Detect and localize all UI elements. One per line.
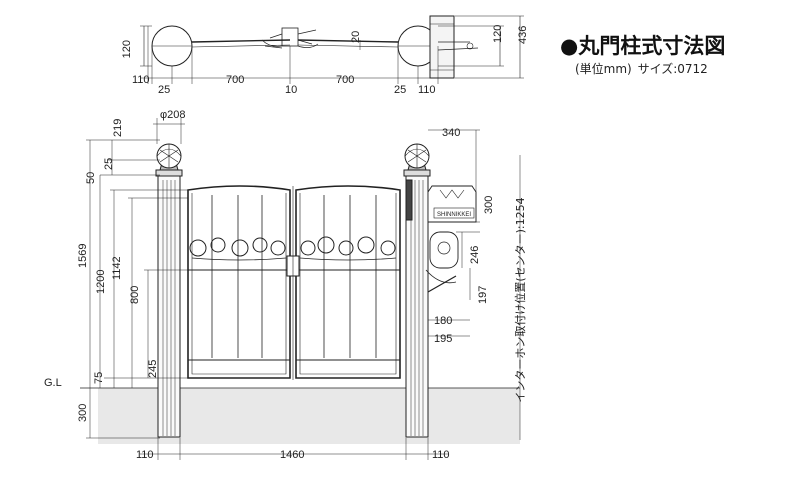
left-post <box>155 143 183 438</box>
plan-view <box>140 15 524 84</box>
dim-1569: 1569 <box>77 244 89 268</box>
mailbox <box>425 231 459 293</box>
plan-dimensions: 120 20 120 436 110 25 700 10 700 25 110 <box>121 25 529 96</box>
size-label: サイズ:0712 <box>637 62 708 76</box>
dim-phi208: φ208 <box>160 109 186 121</box>
dim-20: 20 <box>350 31 362 43</box>
dim-800: 800 <box>129 286 141 304</box>
diagram-title: ●丸門柱式寸法図 <box>560 34 726 58</box>
dim-1142: 1142 <box>111 256 123 280</box>
dim-197: 197 <box>477 286 489 304</box>
dim-110-bottom-right: 110 <box>432 449 450 461</box>
front-dimensions: φ208 219 25 50 1569 1200 1142 800 245 75… <box>44 109 527 461</box>
dim-180: 180 <box>434 315 452 327</box>
dim-110-right: 110 <box>418 84 436 96</box>
dim-10: 10 <box>285 84 297 96</box>
intercom-position-label: インターホン取付け位置(センター):1254 <box>513 197 527 402</box>
dim-195: 195 <box>434 333 452 345</box>
dim-110-left: 110 <box>132 74 150 86</box>
dim-436: 436 <box>517 26 529 44</box>
dim-300-right: 300 <box>483 196 495 214</box>
dim-25-front: 25 <box>103 158 115 170</box>
gate-left-leaf <box>187 185 291 379</box>
dim-25-right: 25 <box>394 84 406 96</box>
unit-label: (単位mm) <box>575 62 632 76</box>
dim-50: 50 <box>85 172 97 184</box>
dim-700-left: 700 <box>226 74 244 86</box>
front-view <box>155 143 477 438</box>
dim-75: 75 <box>93 372 105 384</box>
dim-245: 245 <box>147 360 159 378</box>
dim-120-right: 120 <box>492 25 504 43</box>
dim-219: 219 <box>112 119 124 137</box>
dim-1460: 1460 <box>280 449 304 461</box>
ground-level-label: G.L <box>44 377 62 389</box>
right-post <box>403 143 431 438</box>
dim-25-left: 25 <box>158 84 170 96</box>
front-dimension-lines <box>86 118 521 460</box>
gate-right-leaf <box>295 185 401 379</box>
dim-246: 246 <box>469 246 481 264</box>
dim-120-left: 120 <box>121 40 133 58</box>
dim-110-bottom-left: 110 <box>136 449 154 461</box>
dim-1200: 1200 <box>95 270 107 294</box>
dim-700-right: 700 <box>336 74 354 86</box>
sign-text: SHINNIKKEI <box>437 212 471 218</box>
dim-340: 340 <box>442 127 460 139</box>
dim-300-front: 300 <box>77 404 89 422</box>
diagram-subtitle: (単位mm) サイズ:0712 <box>575 60 710 77</box>
nameplate <box>427 185 477 223</box>
